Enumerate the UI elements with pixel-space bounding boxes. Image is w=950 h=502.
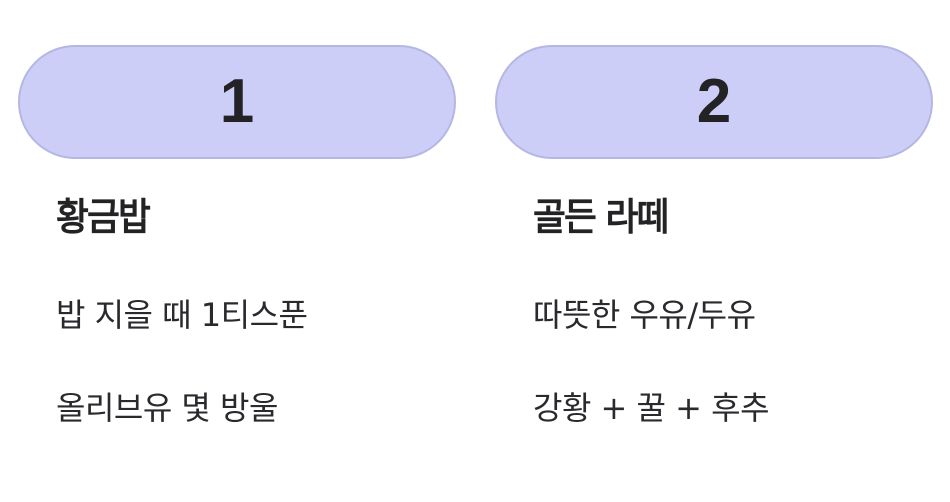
recipe-title: 골든 라떼 xyxy=(533,195,669,239)
recipe-instruction-line: 강황 + 꿀 + 후추 xyxy=(533,389,770,427)
recipe-instruction-line: 밥 지을 때 1티스푼 xyxy=(56,296,308,334)
recipe-title: 황금밥 xyxy=(56,195,151,239)
recipe-instruction-line: 올리브유 몇 방울 xyxy=(56,389,278,427)
step-number: 1 xyxy=(219,67,255,136)
step-number: 2 xyxy=(696,67,732,136)
step-number-badge: 2 xyxy=(495,45,933,159)
recipe-instruction-line: 따뜻한 우유/두유 xyxy=(533,296,756,334)
step-number-badge: 1 xyxy=(18,45,456,159)
